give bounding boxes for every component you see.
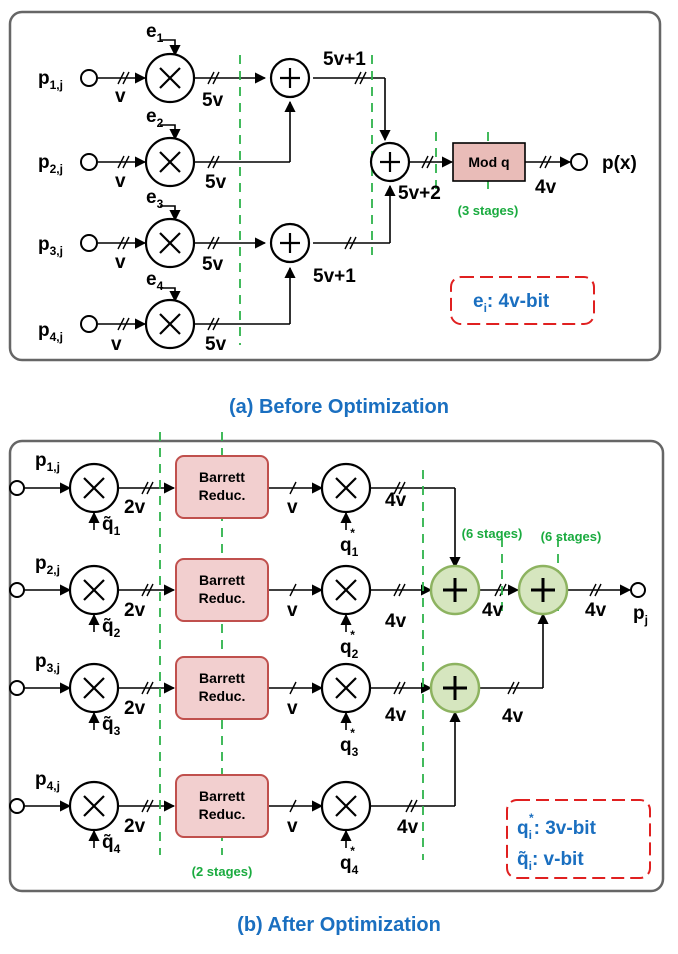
svg-text:4v: 4v bbox=[385, 705, 407, 726]
svg-text:p3,j: p3,j bbox=[35, 651, 60, 675]
panel-b-width-labels: 2v 2v 2v 2v v v v v 4v 4v 4v 4v 4v 4v 4v bbox=[124, 490, 607, 838]
svg-text:4v: 4v bbox=[385, 611, 407, 632]
svg-text:Barrett: Barrett bbox=[199, 572, 245, 588]
panel-b-input-labels: p1,j p2,j p3,j p4,j bbox=[35, 450, 60, 793]
panel-a-bus-marks bbox=[117, 71, 552, 331]
mod-q-label: Mod q bbox=[468, 154, 509, 170]
adder-stages-label-1: (6 stages) bbox=[462, 526, 523, 541]
panel-b-qstar-labels: q1* q2* q3* q4* bbox=[340, 526, 359, 877]
panel-b-ports bbox=[9, 480, 646, 814]
svg-text:p1,j: p1,j bbox=[38, 68, 63, 92]
svg-text:5v: 5v bbox=[205, 334, 227, 355]
panel-a-input-ports bbox=[80, 69, 588, 333]
panel-b-multiplier-crosses bbox=[83, 477, 357, 817]
svg-text:e3: e3 bbox=[146, 187, 164, 211]
svg-text:p4,j: p4,j bbox=[38, 320, 63, 344]
svg-text:p3,j: p3,j bbox=[38, 234, 63, 258]
panel-a-frame bbox=[8, 10, 662, 362]
panel-a-input-labels: p1,j p2,j p3,j p4,j bbox=[38, 68, 63, 344]
svg-text:5v: 5v bbox=[202, 254, 224, 275]
svg-text:q̃3: q̃3 bbox=[102, 714, 121, 738]
svg-text:2v: 2v bbox=[124, 698, 146, 719]
svg-text:p4,j: p4,j bbox=[35, 769, 60, 793]
svg-text:v: v bbox=[111, 334, 122, 355]
svg-text:Reduc.: Reduc. bbox=[199, 590, 246, 606]
barrett-block bbox=[175, 774, 269, 838]
svg-text:2v: 2v bbox=[124, 497, 146, 518]
mod-q-block bbox=[452, 142, 526, 182]
panel-a-adders bbox=[269, 57, 411, 264]
svg-text:p2,j: p2,j bbox=[38, 152, 63, 176]
svg-text:Barrett: Barrett bbox=[199, 670, 245, 686]
panel-a-note: ei: 4v-bit bbox=[473, 291, 550, 315]
svg-text:4v: 4v bbox=[385, 490, 407, 511]
panel-b-bus-marks bbox=[141, 481, 602, 813]
svg-text:4v: 4v bbox=[482, 600, 504, 621]
panel-b-output-label: pj bbox=[633, 603, 648, 627]
svg-text:e4: e4 bbox=[146, 269, 164, 293]
svg-text:2v: 2v bbox=[124, 816, 146, 837]
panel-b-frame bbox=[8, 439, 665, 893]
svg-text:2v: 2v bbox=[124, 600, 146, 621]
panel-b-caption: (b) After Optimization bbox=[237, 914, 441, 936]
svg-text:q̃2: q̃2 bbox=[102, 616, 121, 640]
svg-text:5v+1: 5v+1 bbox=[313, 266, 356, 287]
panel-b-note-2: q̃i: v-bit bbox=[517, 849, 584, 873]
svg-text:5v+1: 5v+1 bbox=[323, 49, 366, 70]
mod-stages-label: (3 stages) bbox=[458, 203, 519, 218]
svg-text:Reduc.: Reduc. bbox=[199, 487, 246, 503]
svg-text:q4*: q4* bbox=[340, 844, 359, 877]
barrett-stages-label: (2 stages) bbox=[192, 864, 253, 879]
svg-text:v: v bbox=[115, 86, 126, 107]
svg-text:Reduc.: Reduc. bbox=[199, 688, 246, 704]
svg-text:p2,j: p2,j bbox=[35, 553, 60, 577]
svg-text:e2: e2 bbox=[146, 106, 164, 130]
panel-b-adder-plus bbox=[443, 578, 555, 700]
panel-a-caption: (a) Before Optimization bbox=[229, 396, 449, 418]
svg-text:v: v bbox=[287, 600, 298, 621]
panel-a-output-label: p(x) bbox=[602, 153, 637, 174]
panel-b-qtilde-labels: q̃1 q̃2 q̃3 q̃4 bbox=[102, 514, 121, 856]
svg-text:4v: 4v bbox=[585, 600, 607, 621]
svg-text:q3*: q3* bbox=[340, 726, 359, 759]
panel-a-width-labels: v v v v 5v 5v 5v 5v 5v+1 5v+1 5v+2 4v bbox=[111, 49, 557, 355]
barrett-blocks bbox=[175, 455, 269, 838]
adder-stages-label-2: (6 stages) bbox=[541, 529, 602, 544]
panel-a-multiplier-crosses bbox=[159, 67, 181, 335]
svg-text:5v: 5v bbox=[202, 90, 224, 111]
svg-text:q2*: q2* bbox=[340, 628, 359, 661]
barrett-labels: Barrett Reduc. Barrett Reduc. Barrett Re… bbox=[199, 469, 246, 822]
svg-text:Barrett: Barrett bbox=[199, 788, 245, 804]
barrett-block bbox=[175, 558, 269, 622]
svg-text:5v+2: 5v+2 bbox=[398, 183, 441, 204]
barrett-block bbox=[175, 455, 269, 519]
svg-text:q̃4: q̃4 bbox=[102, 832, 121, 856]
svg-text:p1,j: p1,j bbox=[35, 450, 60, 474]
panel-b-note-1: qi*: 3v-bit bbox=[517, 811, 597, 842]
svg-text:4v: 4v bbox=[397, 817, 419, 838]
svg-text:4v: 4v bbox=[502, 706, 524, 727]
svg-text:q1*: q1* bbox=[340, 526, 359, 559]
panel-a-note-box bbox=[450, 276, 595, 325]
barrett-block bbox=[175, 656, 269, 720]
svg-text:Reduc.: Reduc. bbox=[199, 806, 246, 822]
svg-text:5v: 5v bbox=[205, 172, 227, 193]
svg-text:4v: 4v bbox=[535, 177, 557, 198]
svg-text:q̃1: q̃1 bbox=[102, 514, 121, 538]
svg-text:v: v bbox=[115, 171, 126, 192]
svg-text:v: v bbox=[287, 816, 298, 837]
svg-text:e1: e1 bbox=[146, 21, 164, 45]
panel-a-e-labels: e1 e2 e3 e4 bbox=[146, 21, 164, 293]
panel-a-adder-plus bbox=[280, 68, 400, 253]
svg-text:v: v bbox=[287, 497, 298, 518]
svg-text:v: v bbox=[115, 252, 126, 273]
svg-text:v: v bbox=[287, 698, 298, 719]
panel-b-note-box bbox=[506, 799, 651, 879]
svg-text:Barrett: Barrett bbox=[199, 469, 245, 485]
